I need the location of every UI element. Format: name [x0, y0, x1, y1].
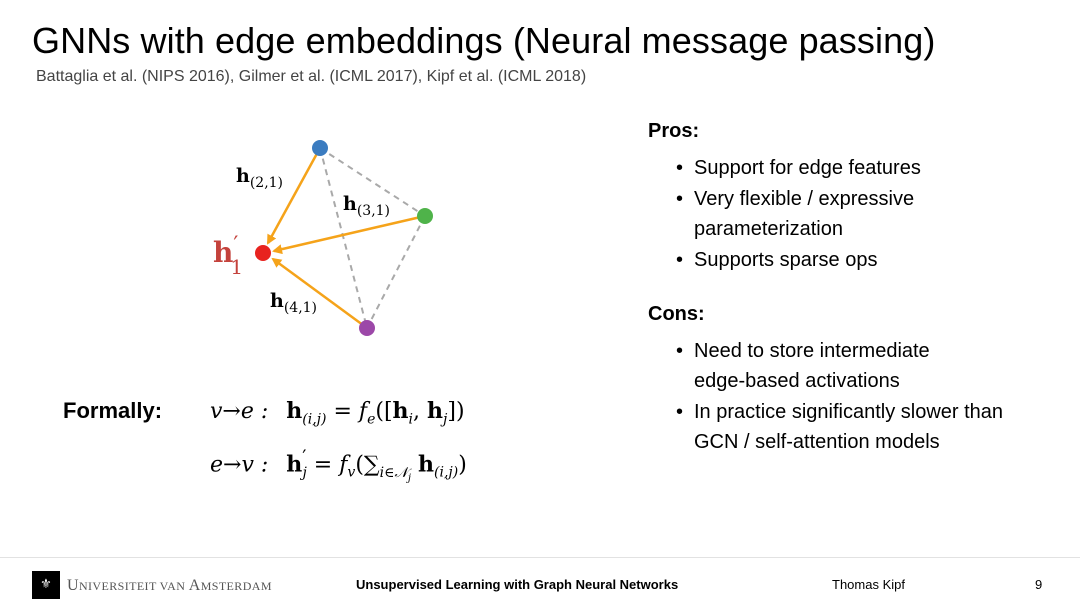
equation-edge-to-node: e→v :h′j = fv(∑i∈𝒩j h(i,j)): [210, 447, 467, 484]
pros-list: Support for edge features Very flexible …: [648, 153, 1068, 275]
cons-item: In practice significantly slower than GC…: [648, 397, 1014, 457]
dashed-edge-top-bottom: [319, 147, 368, 329]
pros-item: Very flexible / expressive parameterizat…: [648, 184, 944, 244]
cons-item: Need to store intermediate edge-based ac…: [648, 336, 944, 396]
edge-label-2-1: h(2,1): [236, 165, 283, 191]
edge-label-3-1: h(3,1): [343, 193, 390, 219]
cons-list: Need to store intermediate edge-based ac…: [648, 336, 1068, 457]
pros-cons-panel: Pros: Support for edge features Very fle…: [648, 120, 1068, 458]
eq2-lhs: e→v :: [210, 452, 269, 478]
node-target: [255, 245, 271, 261]
pros-item: Support for edge features: [648, 153, 1068, 183]
equation-node-to-edge: v→e :h(i,j) = fe([hi, hj]): [210, 398, 465, 428]
edge-arrow-3-1: [272, 214, 426, 255]
slide-subtitle: Battaglia et al. (NIPS 2016), Gilmer et …: [36, 68, 587, 85]
node-2: [312, 140, 328, 156]
footer-divider: [0, 557, 1080, 558]
page-number: 9: [1035, 577, 1043, 592]
dashed-edge-top-right: [319, 147, 426, 217]
author-name: Thomas Kipf: [832, 577, 905, 592]
node-4: [359, 320, 375, 336]
formally-label: Formally:: [63, 398, 163, 423]
course-title: Unsupervised Learning with Graph Neural …: [356, 577, 679, 592]
edge-arrow-2-1: [266, 147, 322, 245]
cons-heading: Cons:: [648, 303, 705, 325]
slide-title: GNNs with edge embeddings (Neural messag…: [32, 20, 936, 61]
dashed-edge-right-bottom: [366, 215, 426, 329]
eq1-lhs: v→e :: [210, 399, 269, 424]
edge-arrow-4-1: [271, 257, 368, 330]
university-logo-icon: ⚜: [32, 571, 60, 599]
target-node-label: h′1: [213, 233, 243, 279]
pros-item: Supports sparse ops: [648, 245, 1068, 275]
edge-label-4-1: h(4,1): [270, 290, 317, 316]
pros-heading: Pros:: [648, 120, 700, 142]
node-3: [417, 208, 433, 224]
university-name: Universiteit van Amsterdam: [67, 577, 272, 594]
